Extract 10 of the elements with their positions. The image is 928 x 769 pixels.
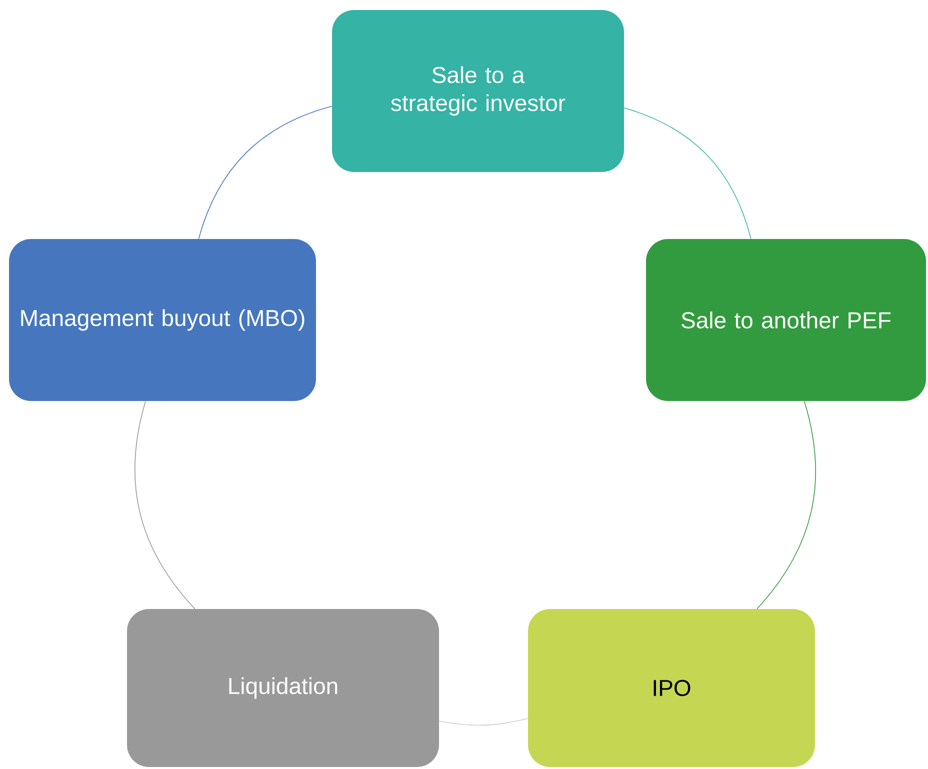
connector-arc xyxy=(438,718,528,726)
process-box: IPO xyxy=(528,609,815,767)
process-box: Management buyout (MBO) xyxy=(9,239,316,401)
connector-arc xyxy=(134,400,196,610)
connector-arc xyxy=(756,400,816,610)
process-box: Sale to a strategic investor xyxy=(332,10,624,172)
connector-arc xyxy=(624,108,752,240)
process-box: Sale to another PEF xyxy=(646,239,926,401)
process-box: Liquidation xyxy=(127,609,439,767)
connector-arc xyxy=(198,106,332,240)
